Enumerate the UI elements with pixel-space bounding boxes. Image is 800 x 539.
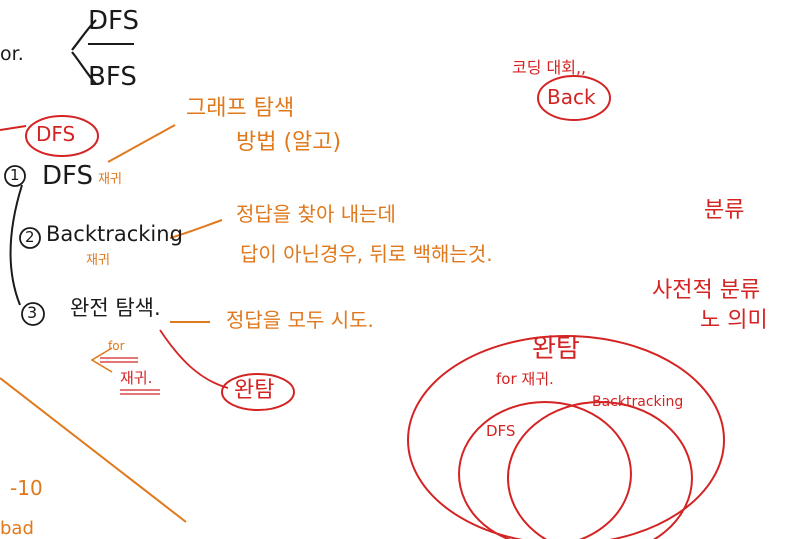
num3-circle <box>21 302 45 326</box>
venn-right-label: Backtracking <box>592 394 684 410</box>
wantam-circle <box>221 373 295 411</box>
edge-fragment-1: -10 <box>10 476 43 500</box>
venn-left <box>458 401 632 539</box>
item2-tag: 재귀 <box>86 253 110 268</box>
connector-graph <box>107 124 176 163</box>
classification-title: 분류 <box>704 198 745 223</box>
item3-label: 완전 탐색. <box>70 296 161 320</box>
num1-circle <box>4 165 26 187</box>
item3-num: 3 <box>27 303 38 322</box>
backtracking-line1: 정답을 찾아 내는데 <box>236 202 396 226</box>
back-label: Back <box>547 85 596 109</box>
classification-line1: 사전적 분류 <box>652 278 761 303</box>
bruteforce-line: 정답을 모두 시도. <box>226 308 374 332</box>
venn-right <box>507 401 693 539</box>
venn-outer <box>407 335 725 539</box>
venn-left-label: DFS <box>486 422 516 440</box>
back-circle <box>537 75 611 121</box>
option-dfs: DFS <box>88 6 140 36</box>
prefix-or: or. <box>0 43 24 65</box>
classification-line2: 노 의미 <box>700 308 768 333</box>
venn-outer-label: 완탐 <box>532 334 580 364</box>
graph-search-line2: 방법 (알고) <box>236 130 342 155</box>
num2-circle <box>19 227 41 249</box>
venn-outer-sub: for 재귀. <box>496 370 554 388</box>
contest-note: 코딩 대회,, <box>512 58 587 77</box>
backtracking-line2: 답이 아닌경우, 뒤로 백해는것. <box>240 242 493 266</box>
item1-label: DFS <box>42 161 94 191</box>
orange-diagonal <box>0 377 187 523</box>
circled-wantam: 완탐 <box>234 378 275 403</box>
graph-search-line1: 그래프 탐색 <box>186 96 295 121</box>
sub-underline-2 <box>120 389 160 395</box>
circled-dfs: DFS <box>36 122 76 146</box>
choice-bracket <box>71 19 97 85</box>
dfs-circle <box>25 115 99 157</box>
item-bracket <box>9 184 23 306</box>
red-tail <box>0 125 27 131</box>
sub-branch <box>90 347 113 373</box>
item3-sub-recur: 재귀. <box>120 369 153 387</box>
sub-underline-1 <box>100 357 138 363</box>
connector-backtrack <box>169 219 223 239</box>
item2-num: 2 <box>25 228 35 246</box>
item1-num: 1 <box>10 166 20 184</box>
red-curve <box>159 329 229 389</box>
item1-tag: 재귀 <box>98 172 122 187</box>
edge-fragment-2: bad <box>0 518 34 539</box>
item3-sub-for: for <box>108 339 125 353</box>
item2-label: Backtracking <box>46 222 183 246</box>
option-bfs: BFS <box>88 62 137 92</box>
